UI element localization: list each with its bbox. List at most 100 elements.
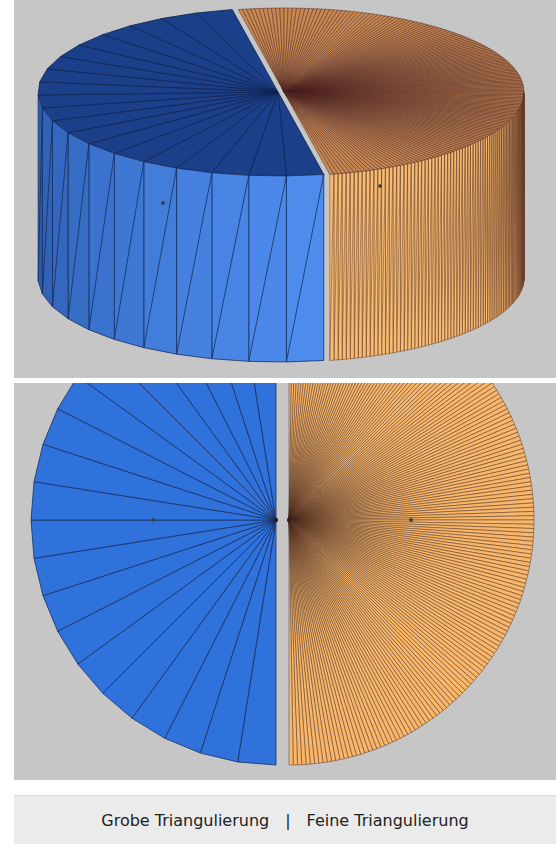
side-face <box>422 160 425 347</box>
side-face <box>476 141 478 328</box>
triangle-diagonal <box>490 134 492 321</box>
top-triangle <box>284 89 524 92</box>
triangle-diagonal <box>89 153 114 329</box>
side-face <box>462 147 465 334</box>
fan-triangle <box>289 520 315 764</box>
side-face <box>382 168 386 355</box>
triangle-diagonal <box>438 155 441 342</box>
triangle-diagonal <box>177 173 212 354</box>
side-face <box>485 137 487 324</box>
side-face <box>362 171 366 357</box>
triangle-diagonal <box>422 160 425 347</box>
triangle-diagonal <box>494 131 496 318</box>
top-triangle <box>251 9 284 92</box>
side-face <box>415 162 418 349</box>
triangle-diagonal <box>502 126 504 313</box>
side-face <box>500 128 502 315</box>
side-face <box>330 174 334 360</box>
side-face <box>498 129 500 316</box>
fan-triangle <box>289 520 293 765</box>
triangle-diagonal <box>114 162 143 340</box>
triangle-diagonal <box>454 150 457 337</box>
fine-top <box>287 383 534 765</box>
triangle-diagonal <box>478 140 480 327</box>
side-face <box>481 139 483 326</box>
triangle-diagonal <box>393 166 397 353</box>
side-face <box>342 173 346 359</box>
fan-triangle <box>289 520 302 765</box>
triangle-diagonal <box>451 151 454 338</box>
side-face <box>503 125 505 312</box>
triangle-diagonal <box>346 173 350 359</box>
triangle-diagonal <box>488 135 490 322</box>
fan-triangle <box>289 494 533 520</box>
fine-half <box>238 8 524 360</box>
triangle-diagonal <box>445 153 448 340</box>
side-face <box>286 174 323 361</box>
side-face <box>478 140 480 327</box>
triangle-diagonal <box>507 122 509 309</box>
top-triangle <box>259 8 284 92</box>
top-triangle <box>284 92 334 174</box>
triangle-diagonal <box>350 172 354 358</box>
triangle-diagonal <box>389 167 393 354</box>
cylinder-3d <box>38 8 524 362</box>
fan-triangle <box>289 520 310 764</box>
centroid-dot <box>161 201 165 205</box>
triangle-diagonal <box>492 133 494 320</box>
side-face <box>249 175 287 362</box>
side-face <box>378 169 382 356</box>
triangle-diagonal <box>342 173 346 359</box>
side-face <box>445 153 448 340</box>
centroid-dot <box>151 518 155 522</box>
triangle-diagonal <box>144 168 177 348</box>
top-triangle <box>284 92 350 173</box>
triangle-diagonal <box>286 174 323 361</box>
triangle-diagonal <box>435 156 438 343</box>
fan-triangle <box>289 520 298 765</box>
side-face <box>144 162 177 354</box>
top-triangle <box>284 92 338 174</box>
top-triangle <box>284 83 523 92</box>
caption-label: Feine Triangulierung <box>307 811 469 830</box>
side-face <box>460 148 463 335</box>
fan-triangle <box>289 520 306 765</box>
top-triangle <box>267 8 284 92</box>
side-face <box>393 166 397 353</box>
triangle-diagonal <box>473 143 476 330</box>
triangle-diagonal <box>465 146 468 333</box>
triangle-diagonal <box>68 144 89 319</box>
top-triangle <box>284 92 342 174</box>
side-face <box>465 146 468 333</box>
fan-triangle <box>289 499 533 520</box>
side-face <box>374 169 378 356</box>
side-face <box>448 152 451 339</box>
triangle-diagonal <box>52 133 68 307</box>
side-face <box>471 144 474 331</box>
triangle-diagonal <box>400 165 404 352</box>
side-face <box>334 174 338 360</box>
top-triangle <box>284 86 524 92</box>
triangle-diagonal <box>362 171 366 357</box>
triangle-diagonal <box>460 148 463 335</box>
triangle-diagonal <box>415 162 418 349</box>
triangle-diagonal <box>366 170 370 357</box>
triangle-diagonal <box>404 164 408 351</box>
top-triangle <box>284 85 523 92</box>
fan-triangle <box>238 383 276 520</box>
triangle-diagonal <box>448 152 451 339</box>
triangle-diagonal <box>411 162 415 349</box>
side-face <box>177 168 212 359</box>
top-triangle <box>284 92 358 172</box>
side-face <box>451 151 454 338</box>
triangle-diagonal <box>468 145 471 332</box>
top-triangle <box>255 8 284 92</box>
triangle-diagonal <box>370 170 374 357</box>
triangle-diagonal <box>42 121 52 294</box>
side-face <box>338 174 342 360</box>
side-face <box>483 138 485 325</box>
top-triangle <box>280 8 284 92</box>
center-dot <box>287 518 291 522</box>
triangle-diagonal <box>374 169 378 356</box>
